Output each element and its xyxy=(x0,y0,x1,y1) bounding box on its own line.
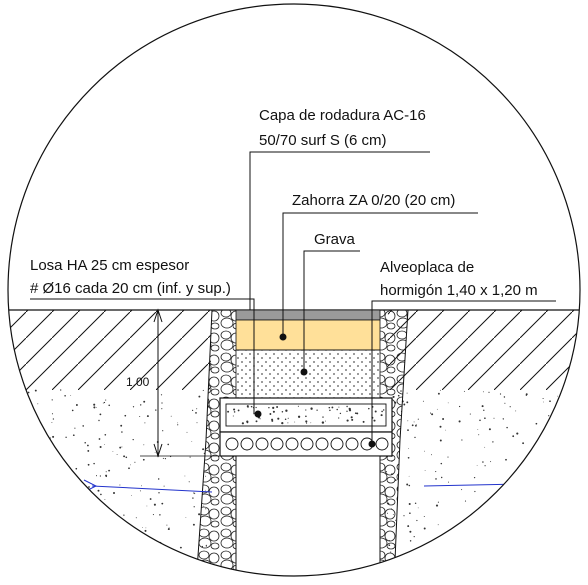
ground-hatch-right xyxy=(386,310,580,390)
detail-circle xyxy=(7,3,581,577)
gravel-layer xyxy=(235,349,381,399)
blue-line-left xyxy=(91,485,213,493)
zahorra-layer xyxy=(235,319,381,351)
slab-rebar-outline xyxy=(225,403,387,427)
label-losa-line1: Losa HA 25 cm espesor xyxy=(30,257,189,274)
label-capa-rodadura-line2: 50/70 surf S (6 cm) xyxy=(259,132,387,149)
label-grava: Grava xyxy=(300,231,360,376)
label-grava-text: Grava xyxy=(314,231,356,248)
asphalt-layer xyxy=(235,309,381,321)
label-zahorra: Zahorra ZA 0/20 (20 cm) xyxy=(279,192,478,341)
trench-wall-right xyxy=(393,309,409,576)
trench-wall-left xyxy=(195,309,213,576)
trench-void xyxy=(235,455,381,576)
ground-hatch-left xyxy=(8,310,212,390)
concrete-slab xyxy=(219,397,393,433)
blue-line-right xyxy=(423,483,521,487)
label-alveoplaca-line2: hormigón 1,40 x 1,20 m xyxy=(380,282,538,299)
dimension-label: 1.00 xyxy=(126,375,150,389)
dimension-arrow-top xyxy=(153,308,163,323)
ground-sand-right xyxy=(385,389,580,576)
label-capa-rodadura-line1: Capa de rodadura AC-16 xyxy=(259,107,426,124)
slab-aggregate xyxy=(227,405,385,425)
label-alveoplaca-line1: Alveoplaca de xyxy=(380,259,474,276)
label-losa-line2: # Ø16 cada 20 cm (inf. y sup.) xyxy=(30,280,231,297)
alveoplaca-cores xyxy=(225,437,389,451)
label-zahorra-text: Zahorra ZA 0/20 (20 cm) xyxy=(292,192,455,209)
label-capa-rodadura: Capa de rodadura AC-16 50/70 surf S (6 c… xyxy=(249,107,430,310)
label-alveoplaca: Alveoplaca de hormigón 1,40 x 1,20 m xyxy=(368,259,556,448)
label-losa: Losa HA 25 cm espesor # Ø16 cada 20 cm (… xyxy=(30,257,262,418)
